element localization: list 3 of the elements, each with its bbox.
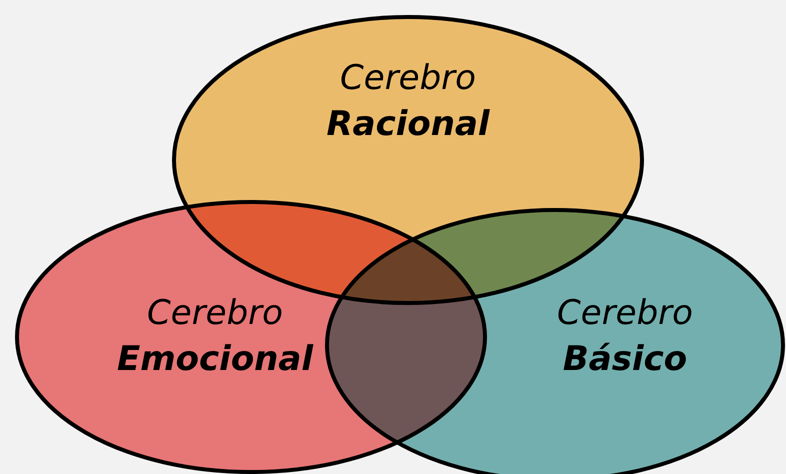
region-label: Cerebro Racional <box>325 57 491 146</box>
region-label: Cerebro Básico <box>556 292 694 381</box>
region-label: Cerebro Emocional <box>116 292 314 381</box>
